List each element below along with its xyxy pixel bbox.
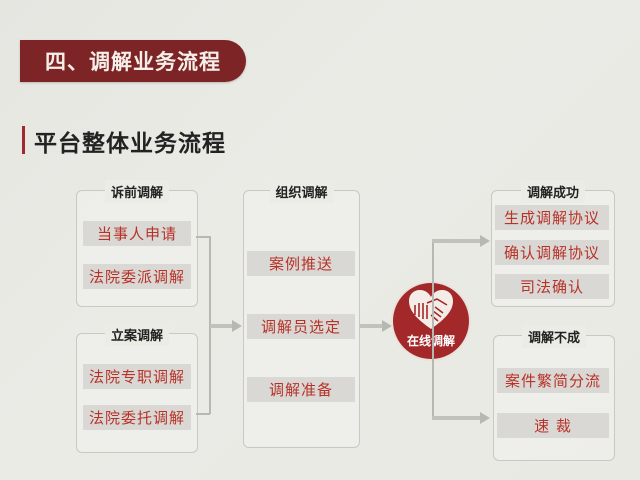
online-mediation-label: 在线调解	[406, 334, 455, 348]
arrow-right-icon	[382, 320, 392, 332]
arrow-right-icon	[480, 235, 490, 247]
group-title: 调解成功	[520, 180, 586, 203]
node-case-push[interactable]: 案例推送	[247, 251, 355, 276]
connector-line	[196, 413, 210, 415]
arrow-right-icon	[232, 320, 242, 332]
section-title-banner: 四、调解业务流程	[20, 40, 246, 82]
connector-line	[432, 241, 434, 418]
node-fast-track-trial[interactable]: 速 裁	[497, 413, 609, 438]
node-generate-agreement[interactable]: 生成调解协议	[495, 205, 609, 230]
diagram-subtitle: 平台整体业务流程	[34, 131, 226, 157]
connector-line	[360, 324, 382, 328]
node-confirm-agreement[interactable]: 确认调解协议	[495, 240, 609, 265]
section-title: 四、调解业务流程	[45, 50, 221, 74]
connector-line	[432, 239, 480, 243]
node-judicial-confirmation[interactable]: 司法确认	[495, 274, 609, 299]
group-organize: 组织调解 案例推送 调解员选定 调解准备	[243, 180, 360, 448]
handshake-heart-icon	[409, 290, 453, 329]
node-case-triage[interactable]: 案件繁简分流	[497, 368, 609, 393]
arrow-right-icon	[480, 412, 490, 424]
node-party-application[interactable]: 当事人申请	[83, 221, 191, 246]
node-mediator-selection[interactable]: 调解员选定	[247, 314, 355, 339]
node-mediation-prep[interactable]: 调解准备	[247, 377, 355, 402]
group-title: 调解不成	[521, 325, 587, 348]
group-pre-litigation: 诉前调解 当事人申请 法院委派调解	[76, 180, 198, 307]
group-title: 组织调解	[269, 180, 334, 203]
connector-line	[432, 416, 480, 420]
node-court-assigned-mediation[interactable]: 法院委派调解	[83, 264, 191, 289]
connector-line	[210, 324, 232, 328]
node-court-entrusted-mediation[interactable]: 法院委托调解	[83, 405, 191, 430]
group-success: 调解成功 生成调解协议 确认调解协议 司法确认	[491, 180, 615, 307]
subtitle-accent-bar	[22, 126, 25, 154]
node-court-fulltime-mediation[interactable]: 法院专职调解	[83, 364, 191, 389]
group-title: 立案调解	[104, 323, 170, 346]
group-title: 诉前调解	[104, 180, 170, 203]
connector-line	[196, 236, 210, 238]
group-filed-case: 立案调解 法院专职调解 法院委托调解	[76, 323, 198, 453]
connector-line	[209, 236, 211, 414]
online-mediation-node[interactable]: 在线调解	[393, 283, 469, 359]
group-failure: 调解不成 案件繁简分流 速 裁	[493, 325, 615, 461]
